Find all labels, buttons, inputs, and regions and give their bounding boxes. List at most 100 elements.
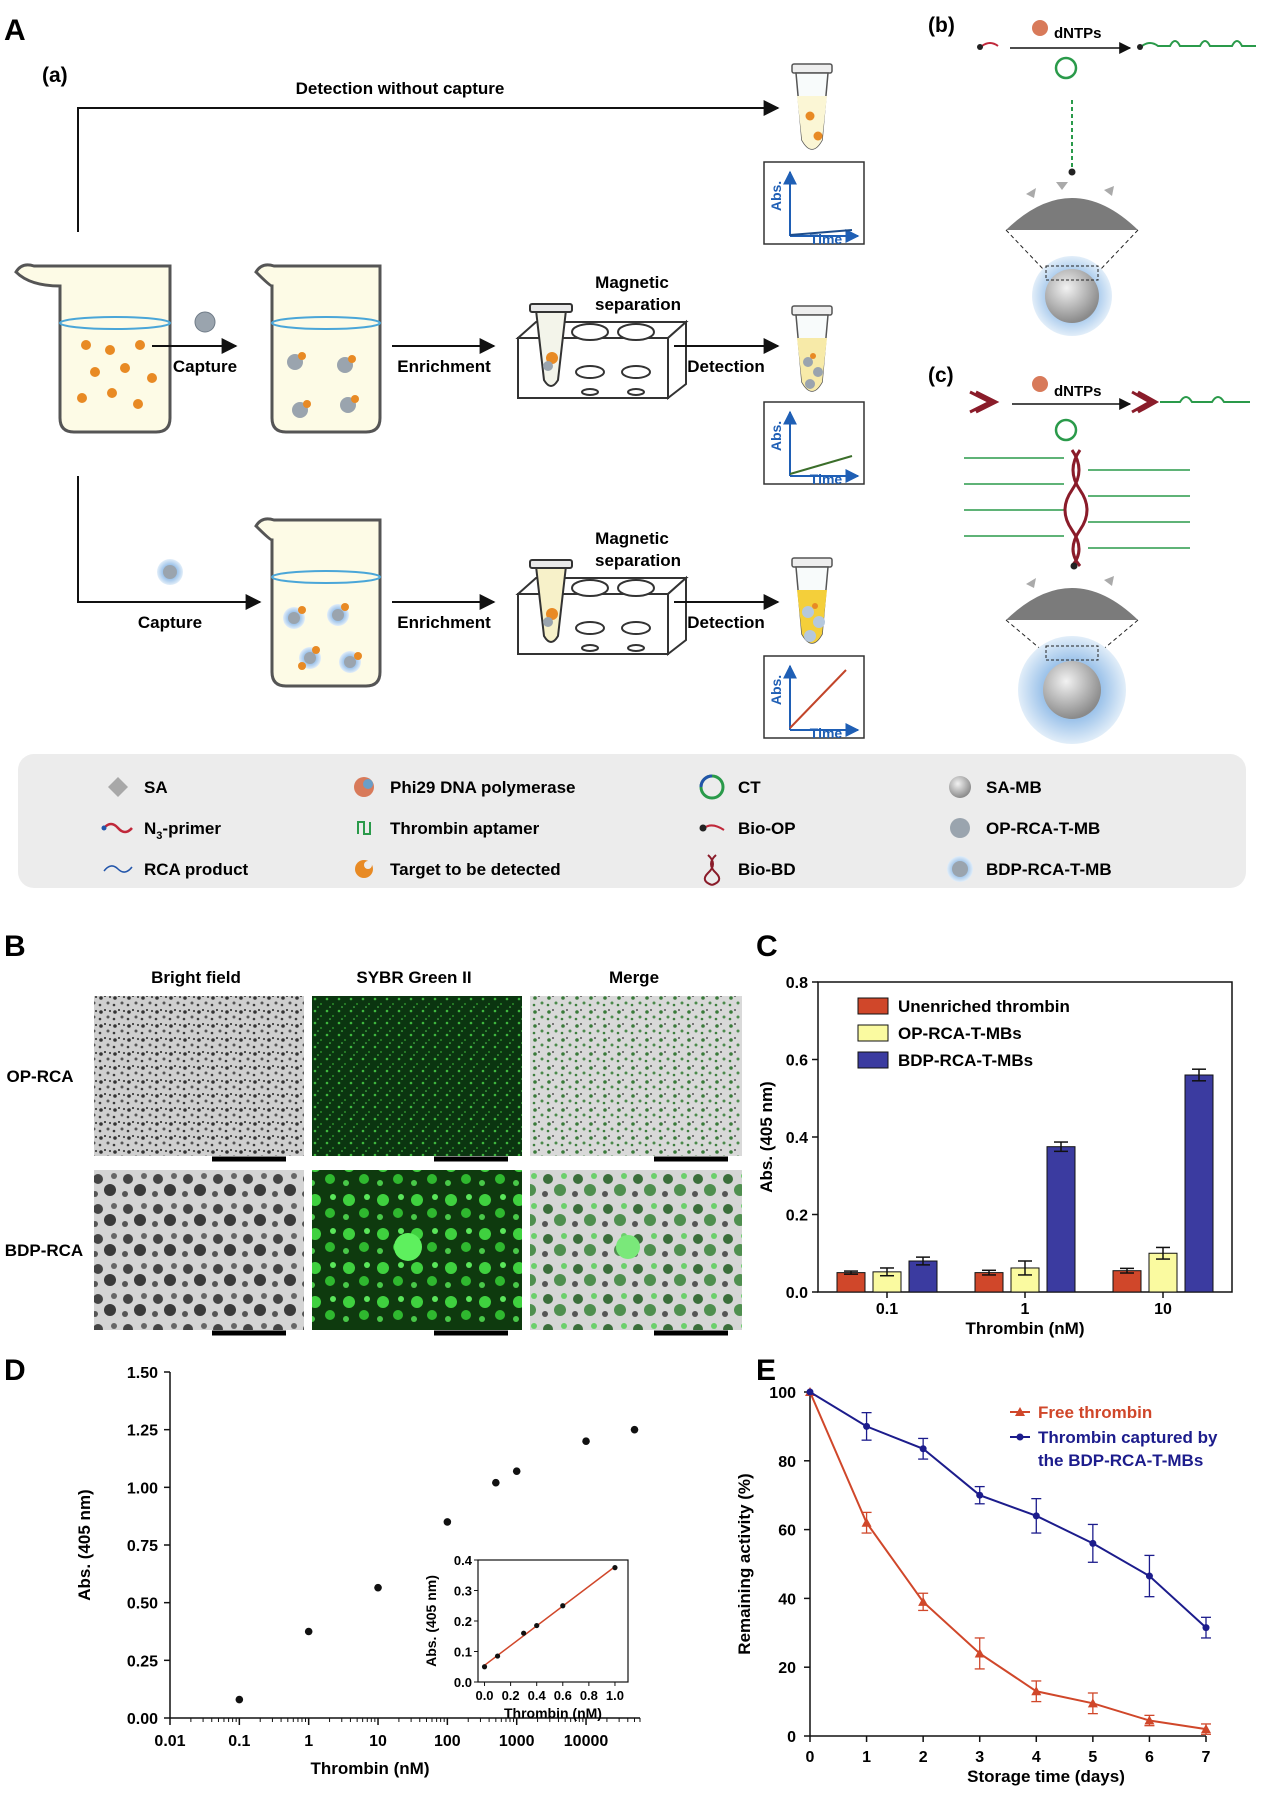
inset-y-tick-label: 0.1 — [454, 1645, 472, 1660]
scale-bars — [212, 1156, 728, 1336]
data-point — [1089, 1539, 1097, 1547]
row-op-rca: OP-RCA — [6, 1067, 73, 1086]
legend-label-4: N3-primer — [144, 819, 221, 842]
legend-label-5: Thrombin aptamer — [390, 819, 540, 838]
image-op-rca-sybr — [312, 996, 522, 1156]
y-tick-label: 40 — [778, 1591, 796, 1608]
legend-label-11: BDP-RCA-T-MB — [986, 860, 1112, 879]
inset-data-point — [612, 1565, 618, 1571]
bar — [1148, 1252, 1178, 1293]
enrichment-label-2: Enrichment — [397, 613, 491, 632]
legend-label-8: RCA product — [144, 860, 249, 879]
panel-a: A (a) (b) (c) Detection without capture — [4, 14, 1256, 744]
x-tick-label: 0.01 — [154, 1733, 185, 1750]
thrombin-aptamer-icon — [357, 821, 371, 835]
x-tick-label: 1000 — [499, 1733, 535, 1750]
legend-label-9: Target to be detected — [390, 860, 561, 879]
x-tick-label: 0.1 — [228, 1733, 250, 1750]
ct-icon-c — [1054, 418, 1078, 442]
mini-plot-3: Abs. Time — [763, 655, 865, 741]
y-tick-label: 0.0 — [786, 1285, 808, 1302]
inset-x-tick-label: 0.6 — [554, 1688, 572, 1703]
mini-plot-3-time: Time — [810, 725, 843, 741]
enrichment-label-1: Enrichment — [397, 357, 491, 376]
op-rca-t-mb-bead-icon — [194, 311, 216, 333]
bar — [908, 1260, 938, 1293]
inset-y-axis-label: Abs. (405 nm) — [423, 1575, 439, 1667]
data-point — [1144, 1715, 1155, 1725]
bar — [1112, 1270, 1142, 1293]
y-tick-label: 0.2 — [786, 1208, 808, 1225]
mini-plot-2-abs: Abs. — [768, 421, 784, 451]
magnetic-rack-1 — [515, 303, 689, 401]
y-axis-label: Abs. (405 nm) — [75, 1489, 94, 1600]
panel-label-c: C — [756, 930, 778, 963]
inset-x-tick-label: 0.8 — [580, 1688, 598, 1703]
inset-data-point — [560, 1603, 566, 1609]
inset-y-tick-label: 0.2 — [454, 1614, 472, 1629]
x-tick-label: 6 — [1145, 1749, 1154, 1766]
sa-icon — [108, 777, 128, 797]
bar — [1046, 1146, 1076, 1293]
x-tick-label: 10 — [369, 1733, 387, 1750]
panel-label-d: D — [4, 1354, 26, 1387]
panel-label-e: E — [756, 1354, 776, 1387]
series-line — [809, 1391, 1207, 1731]
bio-op-icon — [699, 824, 725, 832]
data-point — [1201, 1724, 1211, 1734]
column-sybr-green: SYBR Green II — [356, 968, 471, 987]
x-tick-label: 1 — [304, 1733, 313, 1750]
bio-bd-icon — [703, 854, 721, 886]
data-point — [976, 1491, 984, 1499]
beaker-captured — [254, 263, 382, 434]
legend-label-3: SA-MB — [986, 778, 1042, 797]
inset-data-point — [481, 1664, 488, 1670]
data-point — [863, 1422, 871, 1430]
data-point — [1032, 1512, 1040, 1520]
data-point — [919, 1445, 927, 1453]
phi29-polymerase-icon-b — [1032, 20, 1048, 36]
data-point — [1087, 1698, 1098, 1708]
legend-label-6: Bio-OP — [738, 819, 796, 838]
rca-product-icon — [103, 865, 133, 873]
ct-icon-b — [1054, 56, 1078, 80]
data-point — [512, 1467, 521, 1475]
inset-x-tick-label: 0.2 — [502, 1688, 520, 1703]
legend-swatch — [857, 997, 889, 1015]
tube-1 — [791, 63, 833, 150]
legend-marker — [1015, 1407, 1025, 1416]
inset-y-tick-label: 0.4 — [454, 1553, 473, 1568]
subpanel-label-a: (a) — [42, 64, 68, 87]
y-tick-label: 0.75 — [127, 1538, 158, 1555]
x-tick-label: 7 — [1202, 1749, 1211, 1766]
y-tick-label: 60 — [778, 1523, 796, 1540]
legend-label-0: SA — [144, 778, 168, 797]
legend-label-2: CT — [738, 778, 761, 797]
x-tick-label: 4 — [1032, 1749, 1041, 1766]
subpanel-label-b: (b) — [928, 14, 955, 37]
legend-label-line2: the BDP-RCA-T-MBs — [1038, 1451, 1203, 1470]
schematic-c: dNTPs — [964, 376, 1250, 744]
magnetic-label-1: Magnetic — [595, 273, 669, 292]
tube-3 — [791, 557, 833, 644]
data-point — [974, 1648, 985, 1658]
image-bdp-rca-bright-field — [94, 1170, 304, 1330]
x-tick-label: 10 — [1154, 1301, 1172, 1318]
inset-frame — [477, 1559, 629, 1683]
mini-plot-1-abs: Abs. — [768, 181, 784, 211]
detection-label-2: Detection — [687, 613, 764, 632]
x-tick-label: 1 — [1021, 1301, 1030, 1318]
column-merge: Merge — [609, 968, 659, 987]
mini-plot-2-time: Time — [810, 471, 843, 487]
legend-marker — [1016, 1433, 1024, 1441]
x-axis-label: Thrombin (nM) — [311, 1759, 430, 1778]
series-line — [809, 1391, 1207, 1629]
capture-label-1: Capture — [173, 357, 237, 376]
